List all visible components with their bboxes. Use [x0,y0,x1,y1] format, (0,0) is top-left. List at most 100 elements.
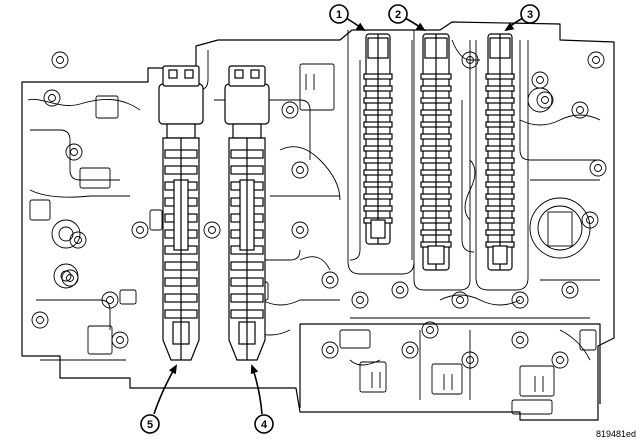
fluid-passage [349,359,381,366]
port-block [29,199,51,221]
bolt-hole [406,346,414,354]
bolt-hole [116,336,124,344]
bolt-hole [136,226,144,234]
bolt-hole [396,286,404,294]
callout-1-label: 1 [336,9,342,21]
callout-arrowhead [504,22,515,32]
bolt-boss [31,311,49,329]
bore-left-inner [58,226,74,242]
callout-leader-line [153,365,177,415]
accumulator-bore-inner [537,205,583,251]
solenoid-assembly-5 [158,65,204,361]
port-block [431,363,463,395]
bolt-hole [516,296,524,304]
callout-3-label: 3 [527,9,533,21]
bolt-hole [516,336,524,344]
bolt-hole [106,296,114,304]
connector-terminal [250,69,260,79]
callout-arrowhead [250,364,259,375]
bolt-boss [531,71,549,89]
bolt-hole [541,96,549,104]
bolt-hole [48,94,56,102]
bolt-hole [326,346,334,354]
callout-5: 5 [140,414,160,434]
valve-channel-3 [475,40,529,291]
valve-channel-2 [413,30,471,291]
bolt-boss [589,159,607,177]
connector-terminal [168,69,178,79]
callout-2-label: 2 [395,9,401,21]
bolt-boss [571,101,589,119]
bolt-hole [296,166,304,174]
bolt-boss [511,331,529,349]
accumulator-bore [529,197,591,259]
bolt-boss [561,281,579,299]
port-block [95,95,119,119]
bolt-hole [208,226,216,234]
valve-end-plug [370,219,386,239]
fluid-passage [261,299,340,306]
bolt-hole [536,76,544,84]
solenoid-connector-plug [228,65,266,87]
bolt-boss [51,51,69,69]
valve-1 [363,33,393,245]
fluid-passage [519,40,600,161]
bolt-boss [65,143,83,161]
port-block [119,289,137,305]
solenoid-assembly-4 [224,65,270,361]
solenoid-connector-housing [224,83,270,125]
fluid-passage [439,294,521,306]
fluid-passage [36,299,111,330]
solenoid-collar [166,123,196,139]
bolt-boss [291,221,309,239]
port-block [511,399,553,415]
valve-3 [485,33,515,271]
bolt-boss [281,101,299,119]
bolt-hole [356,296,364,304]
bolt-boss [321,341,339,359]
bolt-hole [456,296,464,304]
solenoid-connector-plug [162,65,200,87]
port-block [87,325,113,355]
bolt-boss [421,321,439,339]
bolt-hole [566,286,574,294]
bolt-boss [511,291,529,309]
bolt-hole [66,274,74,282]
bore-left-2-inner [60,270,72,282]
port-block [359,361,387,393]
fluid-passage [559,329,591,361]
bolt-boss [203,221,221,239]
bolt-hole [296,226,304,234]
connector-terminal [184,69,194,79]
fluid-passage [461,100,475,253]
bolt-hole [592,56,600,64]
figure-code: 819481ed [596,429,636,439]
bore-left [51,219,81,249]
accumulator-piston [547,211,573,247]
callout-leader-line [251,365,263,415]
valve-channel-1 [347,30,415,275]
bolt-boss [451,291,469,309]
callout-arrowhead [415,22,426,32]
callout-3: 3 [520,4,540,24]
valve-end-plug [492,245,508,265]
bolt-boss [587,51,605,69]
callout-4-label: 4 [261,419,268,431]
valve-2 [420,33,452,271]
fluid-passage [250,249,301,261]
bolt-hole [586,216,594,224]
bolt-boss [43,89,61,107]
bolt-hole [426,326,434,334]
callout-1: 1 [329,4,349,24]
solenoid-collar [232,123,262,139]
valve-end-plug [427,245,445,265]
bolt-boss [536,91,554,109]
port-block [79,167,111,189]
solenoid-connector-housing [158,83,204,125]
port-block [519,365,555,397]
bolt-hole [70,148,78,156]
callout-arrowhead [168,364,178,375]
bolt-boss [401,341,419,359]
port-block [339,329,371,349]
fluid-passage [279,146,341,201]
